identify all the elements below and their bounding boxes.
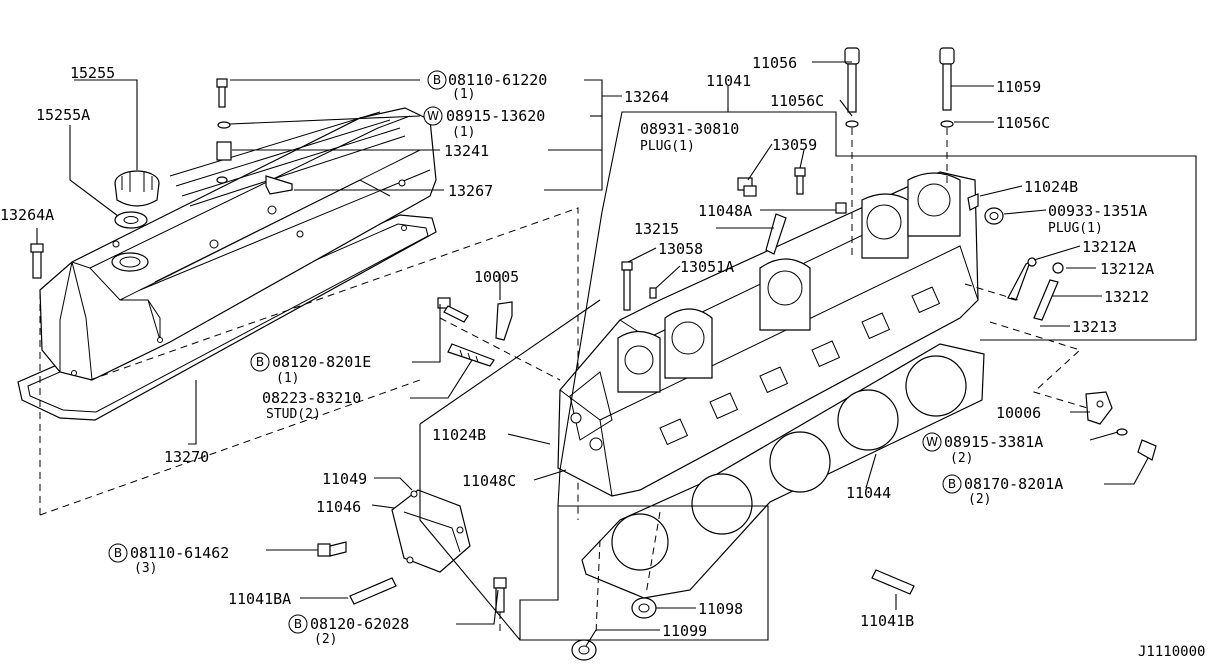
bolt-symbol-b: B: [114, 546, 122, 560]
bottom-fasteners: [493, 511, 915, 661]
callout-08915-3381A: 08915-3381A: [944, 433, 1043, 451]
diagram-code: J1110000: [1138, 644, 1205, 660]
callout-15255: 15255: [70, 64, 115, 82]
callout-13264: 13264: [624, 88, 669, 106]
bolt-symbol-b: B: [294, 617, 302, 631]
callout-11024B: 11024B: [432, 426, 486, 444]
callout-13213: 13213: [1072, 318, 1117, 336]
callout-08120-62028: 08120-62028: [310, 615, 409, 633]
callout-08110-61220: 08110-61220: [448, 71, 547, 89]
callout-08223-83210: 08223-83210: [262, 389, 361, 407]
callout-11098: 11098: [698, 600, 743, 618]
oil-filler-cap: [114, 170, 160, 229]
leader-lines-right: [266, 61, 1149, 647]
callout-08915-3381A-qty: (2): [950, 451, 973, 466]
callout-13051A: 13051A: [680, 258, 734, 276]
callout-11041B: 11041B: [860, 612, 914, 630]
leader-lines-left: [36, 79, 622, 445]
right-side-small-parts: [964, 193, 1095, 411]
callout-08931-30810-qty: PLUG(1): [640, 139, 695, 154]
callout-13212: 13212: [1104, 288, 1149, 306]
callout-11048C: 11048C: [462, 472, 516, 490]
callout-11056C: 11056C: [996, 114, 1050, 132]
callout-00933-1351A-qty: PLUG(1): [1048, 221, 1103, 236]
cover-bolts: [30, 78, 293, 279]
callout-11099: 11099: [662, 622, 707, 640]
callout-13264A: 13264A: [0, 206, 54, 224]
rocker-cover: [17, 107, 437, 421]
callout-08170-8201A: 08170-8201A: [964, 475, 1063, 493]
callout-08110-61220-qty: (1): [452, 87, 475, 102]
callout-11049: 11049: [322, 470, 367, 488]
bolt-symbol-b: B: [256, 355, 264, 369]
callout-13270: 13270: [164, 448, 209, 466]
callout-11059: 11059: [996, 78, 1041, 96]
callout-10006: 10006: [996, 404, 1041, 422]
callout-13267: 13267: [448, 182, 493, 200]
callout-11046: 11046: [316, 498, 361, 516]
callout-08110-61462: 08110-61462: [130, 544, 229, 562]
head-gasket: [581, 343, 985, 599]
callout-13212A: 13212A: [1082, 238, 1136, 256]
water-outlet: [317, 489, 471, 605]
washer-symbol-w: W: [926, 435, 938, 449]
brackets-and-studs: [437, 297, 1157, 461]
callout-11048A: 11048A: [698, 202, 752, 220]
head-top-small-parts: [621, 167, 847, 311]
cylinder-head: [557, 171, 979, 497]
callout-15255A: 15255A: [36, 106, 90, 124]
callout-10005: 10005: [474, 268, 519, 286]
callout-08120-8201E-qty: (1): [276, 371, 299, 386]
assembly-frame: [419, 111, 1197, 641]
callout-00933-1351A: 00933-1351A: [1048, 202, 1147, 220]
callout-13059: 13059: [772, 136, 817, 154]
callout-08931-30810: 08931-30810: [640, 120, 739, 138]
callout-08223-83210-qty: STUD(2): [266, 407, 321, 422]
callout-11044: 11044: [846, 484, 891, 502]
callout-08120-8201E: 08120-8201E: [272, 353, 371, 371]
washer-symbol-w: W: [427, 109, 439, 123]
callout-11024B: 11024B: [1024, 178, 1078, 196]
callout-labels: 15255 15255A 13264A B 08110-61220 (1) W …: [0, 54, 1205, 660]
bolt-symbol-b: B: [948, 477, 956, 491]
head-bolts: [844, 47, 955, 260]
callout-08120-62028-qty: (2): [314, 632, 337, 647]
callout-08915-13620-qty: (1): [452, 125, 475, 140]
callout-11056: 11056: [752, 54, 797, 72]
callout-08170-8201A-qty: (2): [968, 492, 991, 507]
callout-13212A: 13212A: [1100, 260, 1154, 278]
bolt-symbol-b: B: [433, 73, 441, 87]
callout-11041BA: 11041BA: [228, 590, 291, 608]
callout-11041: 11041: [706, 72, 751, 90]
callout-08110-61462-qty: (3): [134, 561, 157, 576]
callout-08915-13620: 08915-13620: [446, 107, 545, 125]
callout-13058: 13058: [658, 240, 703, 258]
callout-13215: 13215: [634, 220, 679, 238]
callout-13241: 13241: [444, 142, 489, 160]
callout-11056C: 11056C: [770, 92, 824, 110]
